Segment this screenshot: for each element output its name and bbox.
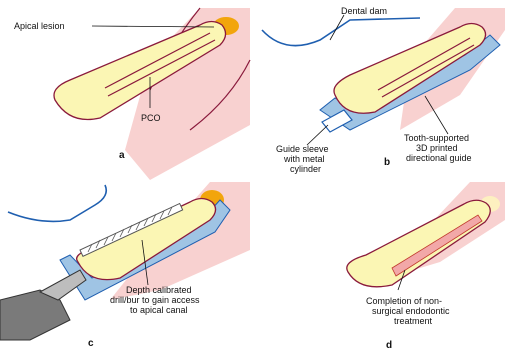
panel-a-apical-lesion-label: Apical lesion: [14, 21, 65, 31]
panel-b-sleeve-leader: [307, 125, 328, 145]
panel-c: Depth calibrated drill/bur to gain acces…: [0, 182, 250, 349]
panel-d-letter: d: [386, 340, 392, 351]
panel-b-guide-sleeve-label-3: cylinder: [290, 164, 321, 174]
panel-b-dental-dam: [262, 18, 420, 46]
panel-b-directional-guide-label-1: Tooth-supported: [404, 133, 469, 143]
panel-d-completion-label-3: treatment: [394, 316, 433, 326]
panel-b: Dental dam Guide sleeve with metal cylin…: [262, 6, 505, 174]
panel-c-letter: c: [88, 338, 94, 349]
panel-c-handpiece-neck: [40, 270, 86, 300]
panel-b-guide-sleeve-label-2: with metal: [283, 154, 325, 164]
panel-c-dental-dam: [8, 185, 106, 221]
panel-c-depth-drill-label-1: Depth calibrated: [126, 285, 192, 295]
panel-b-dental-dam-label: Dental dam: [341, 6, 387, 16]
panel-d: Completion of non- surgical endodontic t…: [347, 182, 505, 351]
panel-b-directional-guide-label-3: directional guide: [406, 153, 472, 163]
panel-c-depth-drill-label-3: to apical canal: [130, 305, 188, 315]
panel-c-depth-drill-label-2: drill/bur to gain access: [110, 295, 200, 305]
panel-a-pco-label: PCO: [141, 113, 161, 123]
panel-d-completion-label-1: Completion of non-: [366, 296, 442, 306]
panel-b-letter: b: [384, 157, 390, 168]
panel-b-guide-sleeve-label-1: Guide sleeve: [276, 144, 329, 154]
panel-b-dam-leader: [330, 15, 344, 40]
panel-d-completion-label-2: surgical endodontic: [372, 306, 450, 316]
panel-a-letter: a: [119, 150, 125, 161]
panel-a: Apical lesion PCO a: [14, 8, 250, 180]
panel-b-directional-guide-label-2: 3D printed: [416, 143, 458, 153]
panel-d-tooth: [347, 200, 490, 287]
